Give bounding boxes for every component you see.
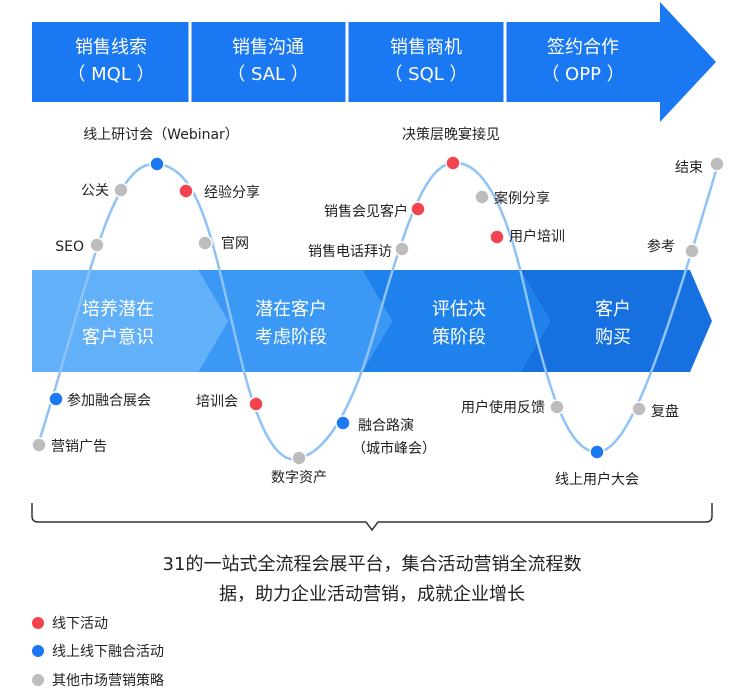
journey-stage-1-line1: 培养潜在	[82, 299, 154, 320]
journey-stage-3-line1: 评估决	[432, 299, 486, 320]
touchpoint-marker	[589, 444, 605, 460]
funnel-arrow	[32, 2, 716, 122]
journey-stage-2-line1: 潜在客户	[255, 299, 327, 320]
journey-stage-4-line1: 客户	[595, 299, 631, 320]
touchpoint-marker	[631, 401, 647, 417]
touchpoint-label: 公关	[81, 183, 109, 199]
touchpoint-label: 线上用户大会	[555, 471, 639, 488]
touchpoint-marker	[410, 201, 426, 217]
touchpoint-marker	[549, 399, 565, 415]
funnel-stage-2-title: 销售沟通	[232, 37, 304, 58]
journey-stage-3-line2: 策阶段	[432, 327, 486, 348]
summary-line-1: 31的一站式全流程会展平台，集合活动营销全流程数	[163, 554, 582, 575]
touchpoint-marker	[48, 391, 64, 407]
touchpoint-marker	[394, 241, 410, 257]
touchpoint-label: 销售电话拜访	[308, 244, 392, 260]
journey-stage-1-line2: 客户意识	[82, 327, 154, 348]
legend-marker-offline	[32, 617, 44, 629]
journey-stage-2-shape	[198, 270, 392, 372]
touchpoint-marker	[489, 229, 505, 245]
legend-marker-hybrid	[32, 645, 44, 657]
touchpoint-marker	[89, 237, 105, 253]
summary-bracket	[31, 503, 713, 532]
touchpoint-marker	[445, 155, 461, 171]
journey-stage-2-line2: 考虑阶段	[255, 327, 327, 348]
funnel-stage-2-code: （ SAL ）	[227, 64, 309, 85]
touchpoints: 营销广告 参加融合展会 SEO 公关 线上研讨会（Webinar） 经验分享 官…	[31, 126, 725, 488]
touchpoint-label: 用户使用反馈	[461, 399, 545, 416]
touchpoint-marker	[291, 450, 307, 466]
touchpoint-label: 培训会	[196, 394, 238, 410]
legend-label-offline: 线下活动	[52, 616, 108, 632]
funnel-stage-4-title: 签约合作	[547, 37, 619, 58]
touchpoint-marker	[113, 182, 129, 198]
touchpoint-marker	[709, 156, 725, 172]
funnel-stage-3-title: 销售商机	[390, 37, 462, 58]
summary-line-2: 据，助力企业活动营销，成就企业增长	[219, 584, 525, 605]
touchpoint-label: 线上研讨会（Webinar）	[83, 127, 239, 143]
legend-label-other: 其他市场营销策略	[52, 672, 164, 689]
touchpoint-label: 用户培训	[509, 228, 565, 245]
touchpoint-label: 经验分享	[204, 184, 260, 201]
touchpoint-label: 数字资产	[271, 470, 327, 486]
touchpoint-marker	[197, 235, 213, 251]
touchpoint-marker	[248, 396, 264, 412]
touchpoint-label: 结束	[675, 160, 703, 176]
journey-stage-4-line2: 购买	[595, 327, 631, 348]
journey-stage-3-shape	[362, 270, 550, 372]
funnel-bar: 销售线索 （ MQL ） 销售沟通 （ SAL ） 销售商机 （ SQL ） 签…	[32, 2, 716, 122]
funnel-stage-1-code: （ MQL ）	[67, 64, 154, 85]
funnel-stage-1-title: 销售线索	[75, 37, 147, 58]
touchpoint-marker	[31, 437, 47, 453]
touchpoint-label: 参考	[647, 238, 675, 255]
touchpoint-marker	[684, 243, 700, 259]
touchpoint-label: 复盘	[651, 403, 679, 420]
touchpoint-label: 销售会见客户	[324, 203, 408, 220]
touchpoint-marker	[178, 183, 194, 199]
journey-stage-1-shape	[32, 270, 228, 372]
legend: 线下活动 线上线下融合活动 其他市场营销策略	[32, 616, 164, 689]
touchpoint-label: 决策层晚宴接见	[402, 126, 500, 143]
touchpoint-label: 融合路演	[358, 418, 414, 434]
touchpoint-marker	[474, 189, 490, 205]
journey-band: 培养潜在 客户意识 潜在客户 考虑阶段 评估决 策阶段 客户 购买	[32, 270, 712, 372]
legend-marker-other	[32, 674, 44, 686]
funnel-stage-3-code: （ SQL ）	[384, 64, 467, 85]
touchpoint-sublabel: （城市峰会）	[352, 440, 436, 457]
journey-stage-4-shape	[520, 270, 712, 372]
touchpoint-label: 营销广告	[51, 439, 107, 455]
legend-label-hybrid: 线上线下融合活动	[52, 644, 164, 660]
touchpoint-label: 案例分享	[494, 190, 550, 207]
funnel-stage-4-code: （ OPP ）	[541, 64, 624, 85]
touchpoint-marker	[149, 156, 165, 172]
touchpoint-marker	[335, 415, 351, 431]
touchpoint-label: 参加融合展会	[67, 392, 151, 409]
touchpoint-label: SEO	[55, 239, 84, 255]
touchpoint-label: 官网	[221, 236, 249, 252]
